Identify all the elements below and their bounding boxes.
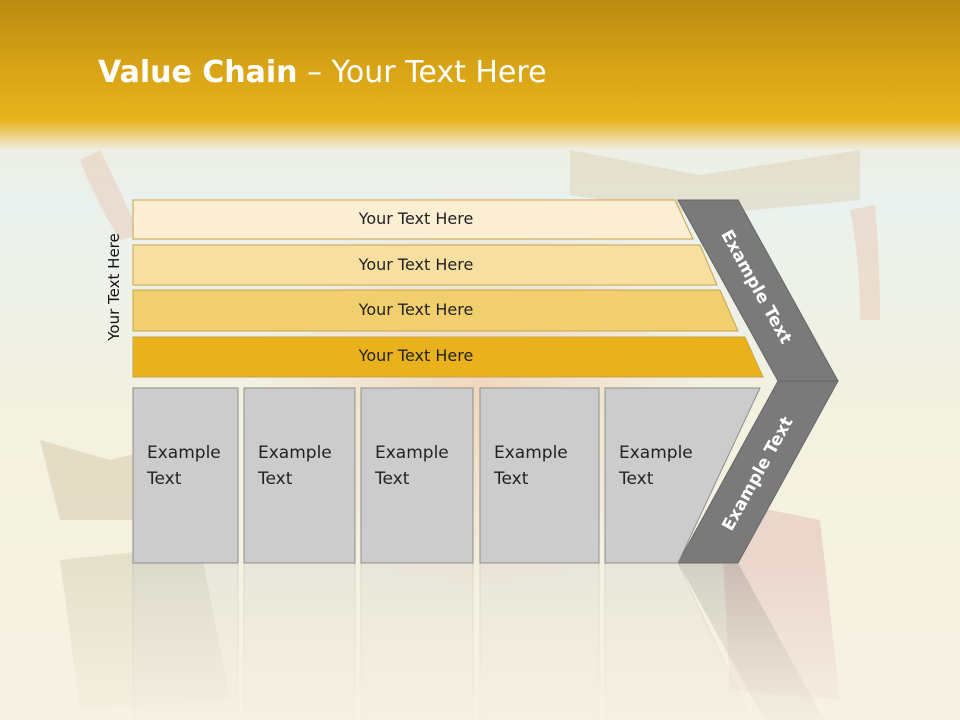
reflection-fade xyxy=(0,563,960,720)
cell-2-line1: Example xyxy=(258,443,332,463)
band-1-label: Your Text Here xyxy=(358,209,474,228)
cell-2-line2: Text xyxy=(258,469,293,489)
cell-4-shape[interactable] xyxy=(479,387,600,564)
title-bold: Value Chain xyxy=(98,55,298,90)
band-4-shape[interactable] xyxy=(132,336,764,378)
cell-5-line2: Text xyxy=(619,469,654,489)
cell-4-line2: Text xyxy=(494,469,529,489)
cell-1-shape[interactable] xyxy=(132,387,239,564)
slide-title: Value Chain – Your Text Here xyxy=(98,55,547,90)
band-2-label: Your Text Here xyxy=(358,255,474,274)
cell-1-line1: Example xyxy=(147,443,221,463)
band-4-label: Your Text Here xyxy=(358,346,474,365)
band-1-shape[interactable] xyxy=(132,199,694,240)
band-2-shape[interactable] xyxy=(132,244,718,286)
cell-3-shape[interactable] xyxy=(360,387,474,564)
cell-5-line1: Example xyxy=(619,443,693,463)
cell-3-line2: Text xyxy=(375,469,410,489)
band-3-shape[interactable] xyxy=(132,289,739,332)
title-rest: – Your Text Here xyxy=(297,55,547,90)
title-bar xyxy=(0,0,960,150)
cell-4-line1: Example xyxy=(494,443,568,463)
cell-3-line1: Example xyxy=(375,443,449,463)
cell-1-line2: Text xyxy=(147,469,182,489)
band-3-label: Your Text Here xyxy=(358,300,474,319)
cell-2-shape[interactable] xyxy=(243,387,356,564)
